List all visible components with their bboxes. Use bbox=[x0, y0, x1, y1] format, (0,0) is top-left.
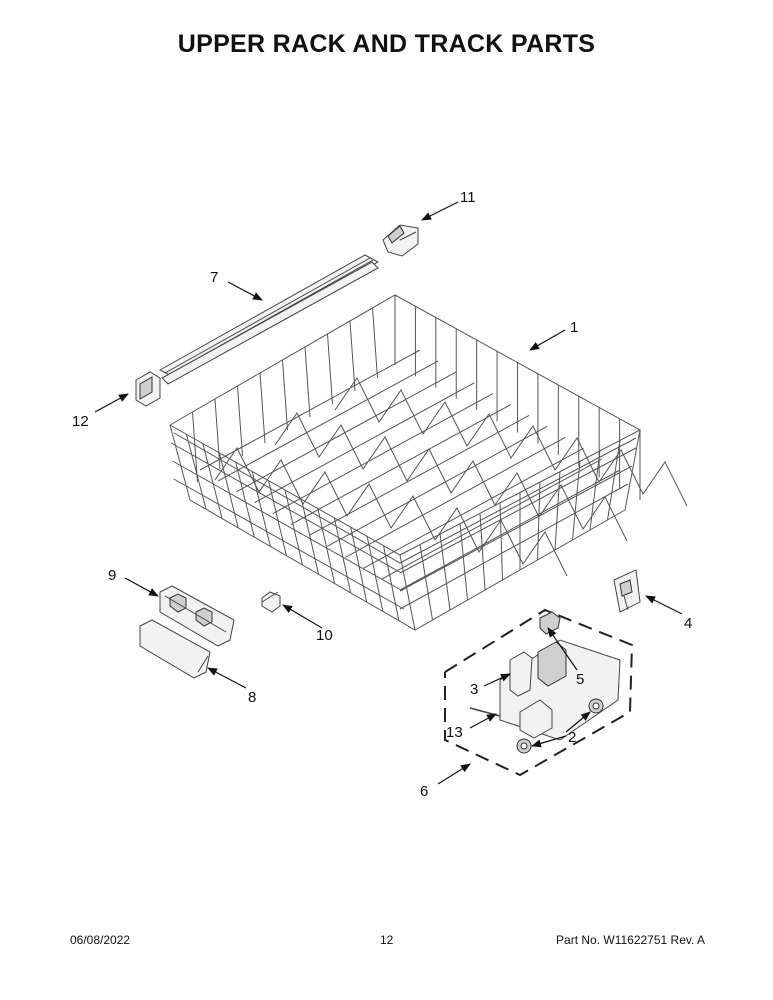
rack-wire bbox=[308, 415, 530, 536]
rack-wire bbox=[236, 371, 457, 493]
callout-8: 8 bbox=[248, 689, 256, 706]
callout-10: 10 bbox=[316, 627, 333, 644]
callout-12: 12 bbox=[72, 413, 89, 430]
rack-wire bbox=[624, 429, 641, 511]
rack-wire bbox=[554, 471, 561, 551]
callout-11: 11 bbox=[460, 189, 476, 206]
rack-wire bbox=[259, 372, 266, 444]
rack-wire bbox=[218, 452, 239, 528]
callout-4: 4 bbox=[684, 615, 692, 632]
rail-end-stop-front bbox=[135, 371, 161, 407]
adjuster-bracket bbox=[613, 569, 641, 613]
page-title: UPPER RACK AND TRACK PARTS bbox=[177, 30, 596, 58]
rail-cover bbox=[139, 619, 211, 679]
callout-3: 3 bbox=[470, 681, 478, 698]
rack-wire bbox=[290, 404, 512, 525]
rack-wire bbox=[274, 412, 628, 542]
rack-wire bbox=[419, 544, 433, 621]
rack-wire bbox=[327, 333, 333, 405]
rack-wire bbox=[349, 320, 356, 392]
footer-page-number: 12 bbox=[380, 933, 394, 947]
rack-wire bbox=[235, 462, 255, 538]
rack-wire bbox=[381, 458, 603, 580]
pin bbox=[261, 591, 281, 613]
footer-part-number: Part No. W11622751 Rev. A bbox=[556, 933, 705, 947]
callout-2: 2 bbox=[568, 729, 576, 746]
rack-wire bbox=[572, 461, 581, 541]
rack-wire bbox=[185, 434, 207, 510]
rack-wire bbox=[383, 545, 400, 621]
rack-wire bbox=[214, 447, 568, 577]
rack-wire bbox=[317, 508, 336, 584]
rack-wire bbox=[173, 478, 405, 610]
rack-wire bbox=[327, 425, 548, 547]
rack-wire bbox=[199, 349, 421, 471]
footer-date: 06/08/2022 bbox=[70, 933, 131, 947]
rack-wire bbox=[537, 482, 541, 561]
rack-wire bbox=[192, 411, 198, 483]
upper-rack bbox=[169, 294, 688, 631]
rack-wire bbox=[345, 436, 566, 558]
rack-wire bbox=[366, 536, 384, 612]
rack-wire bbox=[333, 517, 352, 593]
rack-wire bbox=[173, 432, 637, 564]
rail-end-cap-rear bbox=[382, 224, 419, 257]
rack-wire bbox=[284, 489, 303, 566]
rack-wire bbox=[399, 469, 621, 591]
rack-wire bbox=[300, 499, 320, 575]
rack-wire bbox=[372, 307, 378, 379]
leader-lines bbox=[94, 201, 683, 785]
track-rail bbox=[158, 254, 380, 385]
rack-wire bbox=[363, 447, 584, 569]
rack-wire bbox=[459, 523, 468, 601]
rack-wire bbox=[202, 443, 223, 519]
rack-wire bbox=[272, 393, 493, 515]
rack-wire bbox=[237, 385, 243, 457]
callout-7: 7 bbox=[210, 269, 218, 286]
rack-wire bbox=[399, 447, 637, 574]
rack-wire bbox=[499, 502, 503, 581]
rack-wire bbox=[282, 359, 288, 431]
callout-labels: 11 7 1 12 9 10 8 4 5 3 13 2 6 bbox=[72, 189, 692, 800]
rack-wire bbox=[439, 534, 451, 611]
rack-wire bbox=[479, 513, 486, 591]
rack-wire bbox=[217, 360, 439, 482]
rack-wire bbox=[254, 382, 475, 504]
callout-5: 5 bbox=[576, 671, 584, 688]
rack-wire bbox=[334, 377, 688, 507]
callout-9: 9 bbox=[108, 567, 116, 584]
rail-clip-housing bbox=[159, 585, 235, 647]
callout-13: 13 bbox=[446, 724, 463, 741]
rack-wire bbox=[214, 398, 221, 470]
rack-wire bbox=[399, 465, 633, 592]
callout-6: 6 bbox=[420, 783, 428, 800]
rack-wire bbox=[350, 527, 368, 603]
rack-wire bbox=[169, 424, 191, 501]
rack-wire bbox=[172, 460, 403, 592]
callout-1: 1 bbox=[570, 319, 578, 336]
rack-wire bbox=[304, 346, 311, 418]
